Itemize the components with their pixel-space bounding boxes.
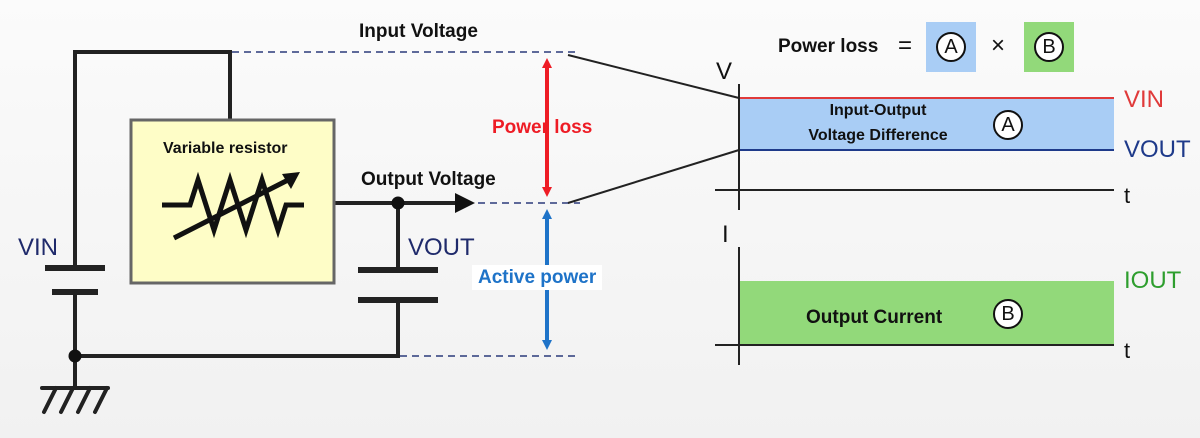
junction-dot-ground (68, 349, 82, 363)
voltage-diff-label-line1: Input-Output (829, 102, 927, 119)
formula-power-loss-label: Power loss (778, 36, 879, 57)
voltage-difference-band (739, 98, 1114, 150)
voltage-diff-label-line2: Voltage Difference (808, 127, 948, 144)
output-current-band (739, 281, 1114, 345)
active-power-label: Active power (472, 265, 603, 290)
dashed-guides (232, 51, 580, 357)
current-chart-axes (715, 247, 1114, 365)
output-current-label: Output Current (806, 307, 943, 328)
band-badge-b: B (993, 299, 1023, 329)
formula-badge-a: A (936, 32, 966, 62)
voltage-chart-axes (715, 84, 1114, 210)
formula-equals: = (898, 32, 913, 59)
band-badge-a: A (993, 110, 1023, 140)
t-axis-label-current: t (1124, 338, 1131, 363)
ground-symbol (40, 386, 110, 414)
formula-times: × (991, 32, 1006, 59)
i-axis-label: I (722, 221, 729, 248)
variable-resistor-symbol (162, 171, 304, 241)
iout-level-label: IOUT (1124, 267, 1182, 294)
v-axis-label: V (716, 58, 733, 85)
vin-level-label: VIN (1124, 86, 1165, 113)
vout-level-label: VOUT (1124, 136, 1191, 163)
variable-resistor-box (129, 118, 336, 285)
variable-resistor-label: Variable resistor (163, 140, 288, 157)
resistor-adjust-arrowhead (282, 172, 300, 189)
input-voltage-label: Input Voltage (359, 21, 478, 42)
vin-source-label: VIN (18, 234, 59, 261)
formula-badge-b: B (1034, 32, 1064, 62)
t-axis-label-voltage: t (1124, 183, 1131, 208)
output-voltage-label: Output Voltage (361, 169, 496, 190)
junction-dot-output (391, 196, 405, 210)
vout-capacitor-symbol (358, 267, 438, 303)
vin-source-symbol (45, 265, 105, 295)
output-arrow-head (455, 193, 475, 213)
power-loss-arrow-label: Power loss (492, 117, 593, 138)
chart-connector-lines (567, 54, 740, 204)
vout-cap-label: VOUT (408, 234, 475, 261)
